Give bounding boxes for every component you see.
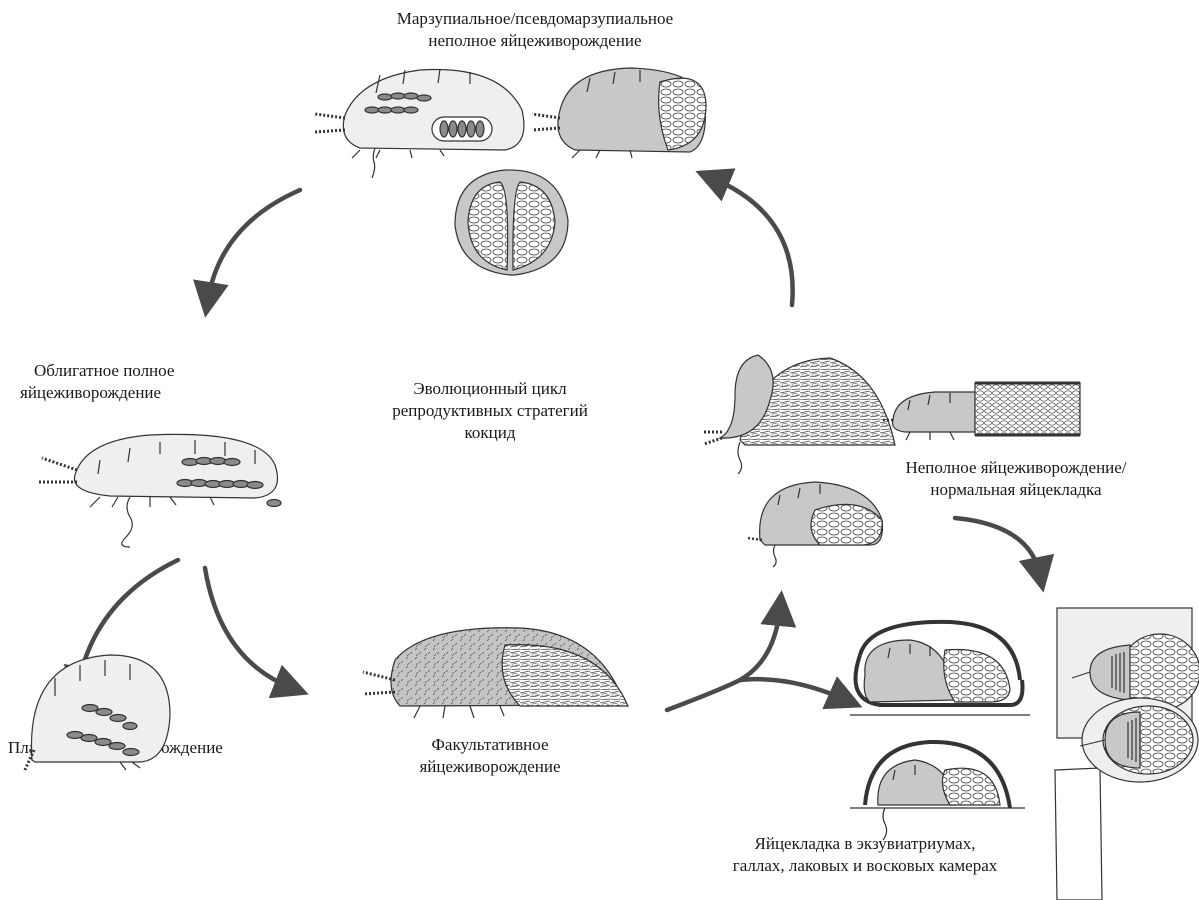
obligate-insect bbox=[39, 434, 281, 547]
exuviatrium-chamber bbox=[850, 622, 1030, 715]
ovisac-insect-large bbox=[702, 355, 895, 474]
arrow-facultative-to-chambers bbox=[667, 679, 846, 710]
marsupium-cross-section bbox=[455, 170, 568, 275]
arrow-marsupial-to-obligate bbox=[208, 190, 300, 300]
gall-chamber bbox=[850, 742, 1025, 840]
arrow-incomplete-to-marsupial bbox=[712, 178, 793, 305]
arrow-facultative-to-incomplete bbox=[740, 608, 780, 680]
ovisac-insect-small bbox=[748, 482, 883, 567]
marsupial-insect-left bbox=[315, 69, 524, 178]
ovisac-insect-tube bbox=[881, 383, 1080, 440]
marsupial-insect-right bbox=[532, 68, 706, 158]
arrow-obligate-to-facultative bbox=[205, 568, 292, 688]
placental-insect bbox=[24, 655, 170, 772]
facultative-insect bbox=[363, 628, 628, 718]
arrow-incomplete-to-chambers bbox=[955, 518, 1040, 575]
